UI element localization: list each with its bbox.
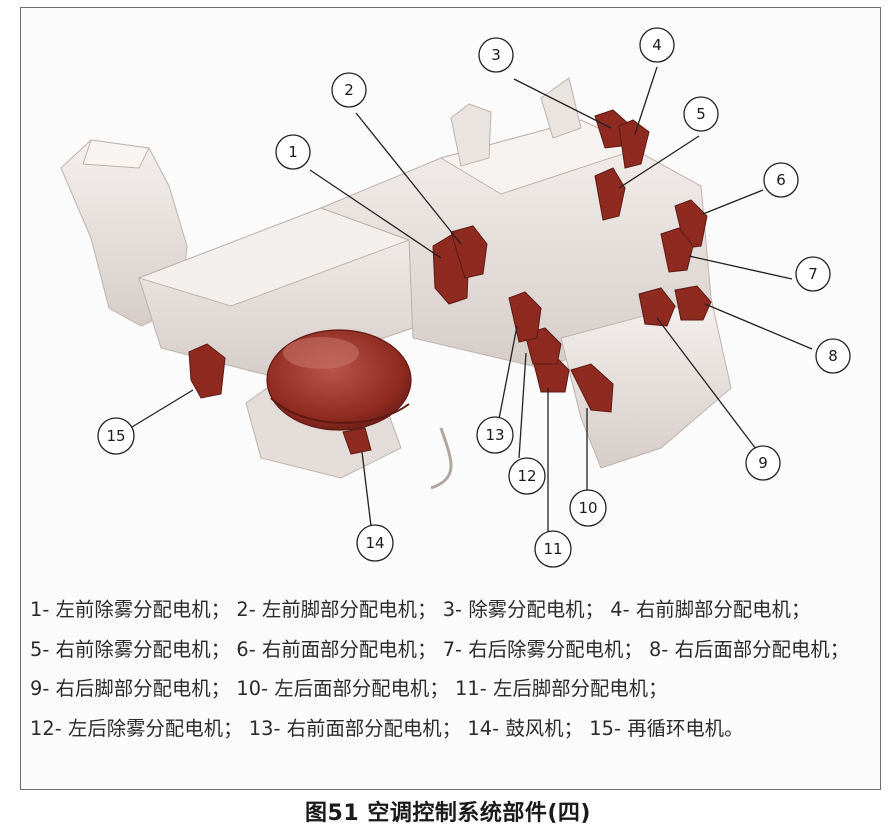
motor-2: [450, 225, 488, 279]
svg-text:10: 10: [578, 499, 597, 517]
svg-text:7: 7: [808, 265, 818, 283]
callouts: 1 2 3 4 5 6 7 8 9 10 11 12 13 14 15: [97, 27, 851, 568]
motor-7: [660, 227, 694, 273]
callout-8: 8: [815, 338, 851, 374]
svg-text:11: 11: [543, 540, 562, 558]
hvac-illustration: 1 2 3 4 5 6 7 8 9 10 11 12 13 14 15: [60, 27, 851, 568]
svg-text:1: 1: [288, 143, 298, 161]
svg-text:6: 6: [776, 171, 786, 189]
callout-9: 9: [745, 445, 781, 481]
legend-item-14: 14- 鼓风机；: [467, 716, 583, 740]
legend-item-13: 13- 右前面部分配电机；: [248, 716, 462, 740]
leader-lines: [131, 66, 813, 537]
svg-text:15: 15: [106, 427, 125, 445]
legend-item-3: 3- 除雾分配电机；: [442, 598, 605, 621]
legend-item-4: 4- 右前脚部分配电机；: [610, 598, 811, 621]
svg-text:2: 2: [344, 81, 354, 99]
legend-item-9: 9- 右后脚部分配电机；: [30, 677, 231, 701]
callout-1: 1: [275, 134, 311, 170]
legend-item-15: 15- 再循环电机。: [589, 716, 744, 740]
figure-frame: 1 2 3 4 5 6 7 8 9 10 11 12 13 14 15 1- 左…: [20, 7, 881, 790]
svg-text:13: 13: [485, 426, 504, 444]
legend-item-12: 12- 左后除雾分配电机；: [30, 716, 243, 740]
legend-item-2: 2- 左前脚部分配电机；: [236, 598, 437, 621]
hvac-diagram: 1 2 3 4 5 6 7 8 9 10 11 12 13 14 15: [21, 8, 880, 583]
legend-item-1: 1- 左前除雾分配电机；: [30, 598, 231, 621]
motor-10: [570, 363, 614, 413]
svg-text:14: 14: [365, 534, 384, 552]
legend-item-8: 8- 右后面部分配电机；: [649, 637, 850, 661]
svg-text:3: 3: [491, 46, 501, 64]
legend-item-6: 6- 右前面部分配电机；: [236, 637, 437, 661]
parts-legend: 1- 左前除雾分配电机； 2- 左前脚部分配电机； 3- 除雾分配电机； 4- …: [30, 590, 875, 748]
callout-6: 6: [763, 162, 799, 198]
motor-8: [674, 285, 712, 321]
svg-text:9: 9: [758, 454, 768, 472]
callout-10: 10: [569, 489, 607, 527]
svg-text:12: 12: [517, 467, 536, 485]
callout-4: 4: [639, 27, 675, 63]
legend-item-5: 5- 右前除雾分配电机；: [30, 637, 231, 661]
callout-11: 11: [534, 530, 572, 568]
legend-item-7: 7- 右后除雾分配电机；: [442, 637, 643, 661]
svg-text:4: 4: [652, 36, 662, 54]
callout-7: 7: [795, 256, 831, 292]
svg-text:5: 5: [696, 105, 706, 123]
callout-14: 14: [356, 524, 394, 562]
motor-9: [638, 287, 676, 327]
motor-4: [618, 119, 650, 169]
motor-14-mount: [342, 427, 372, 455]
callout-2: 2: [331, 72, 367, 108]
callout-12: 12: [508, 457, 546, 495]
figure-caption: 图51 空调控制系统部件(四): [305, 801, 591, 826]
motor-15: [188, 343, 226, 399]
callout-5: 5: [683, 96, 719, 132]
legend-item-11: 11- 左后脚部分配电机；: [455, 677, 668, 701]
motor-parts: [188, 109, 712, 455]
motor-5: [594, 167, 626, 221]
callout-3: 3: [478, 37, 514, 73]
svg-text:8: 8: [828, 347, 838, 365]
callout-13: 13: [476, 416, 514, 454]
motor-13: [508, 291, 542, 343]
legend-item-10: 10- 左后面部分配电机；: [236, 677, 449, 701]
blower-unit: [266, 329, 412, 431]
callout-15: 15: [97, 417, 135, 455]
